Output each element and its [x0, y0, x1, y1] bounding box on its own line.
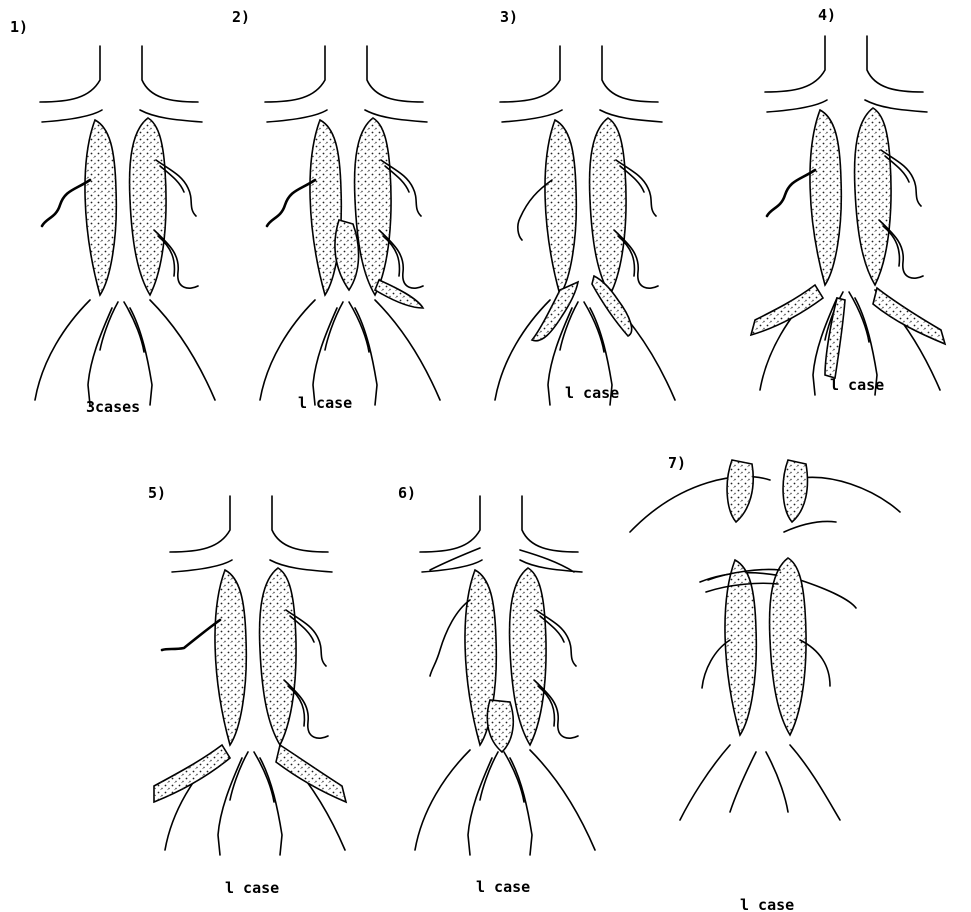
- panel-2: [260, 46, 440, 405]
- panel-2-caption: l case: [298, 394, 352, 412]
- panel-7-caption: l case: [740, 896, 794, 912]
- panel-5-label: 5): [148, 484, 166, 502]
- panel-1-caption: 3cases: [86, 398, 140, 416]
- panel-7: [630, 460, 900, 820]
- panel-1-label: 1): [10, 18, 28, 36]
- panel-3: [495, 46, 675, 405]
- panel-3-caption: l case: [565, 384, 619, 402]
- panel-4-caption: l case: [830, 376, 884, 394]
- panel-4-label: 4): [818, 6, 836, 24]
- panel-2-label: 2): [232, 8, 250, 26]
- panel-6-caption: l case: [476, 878, 530, 896]
- panel-6-label: 6): [398, 484, 416, 502]
- panel-5: [154, 496, 346, 855]
- panel-7-label: 7): [668, 454, 686, 472]
- panel-5-caption: l case: [225, 879, 279, 897]
- panel-4: [751, 36, 945, 395]
- panel-1: [35, 46, 215, 405]
- panel-3-label: 3): [500, 8, 518, 26]
- panel-6: [415, 496, 595, 855]
